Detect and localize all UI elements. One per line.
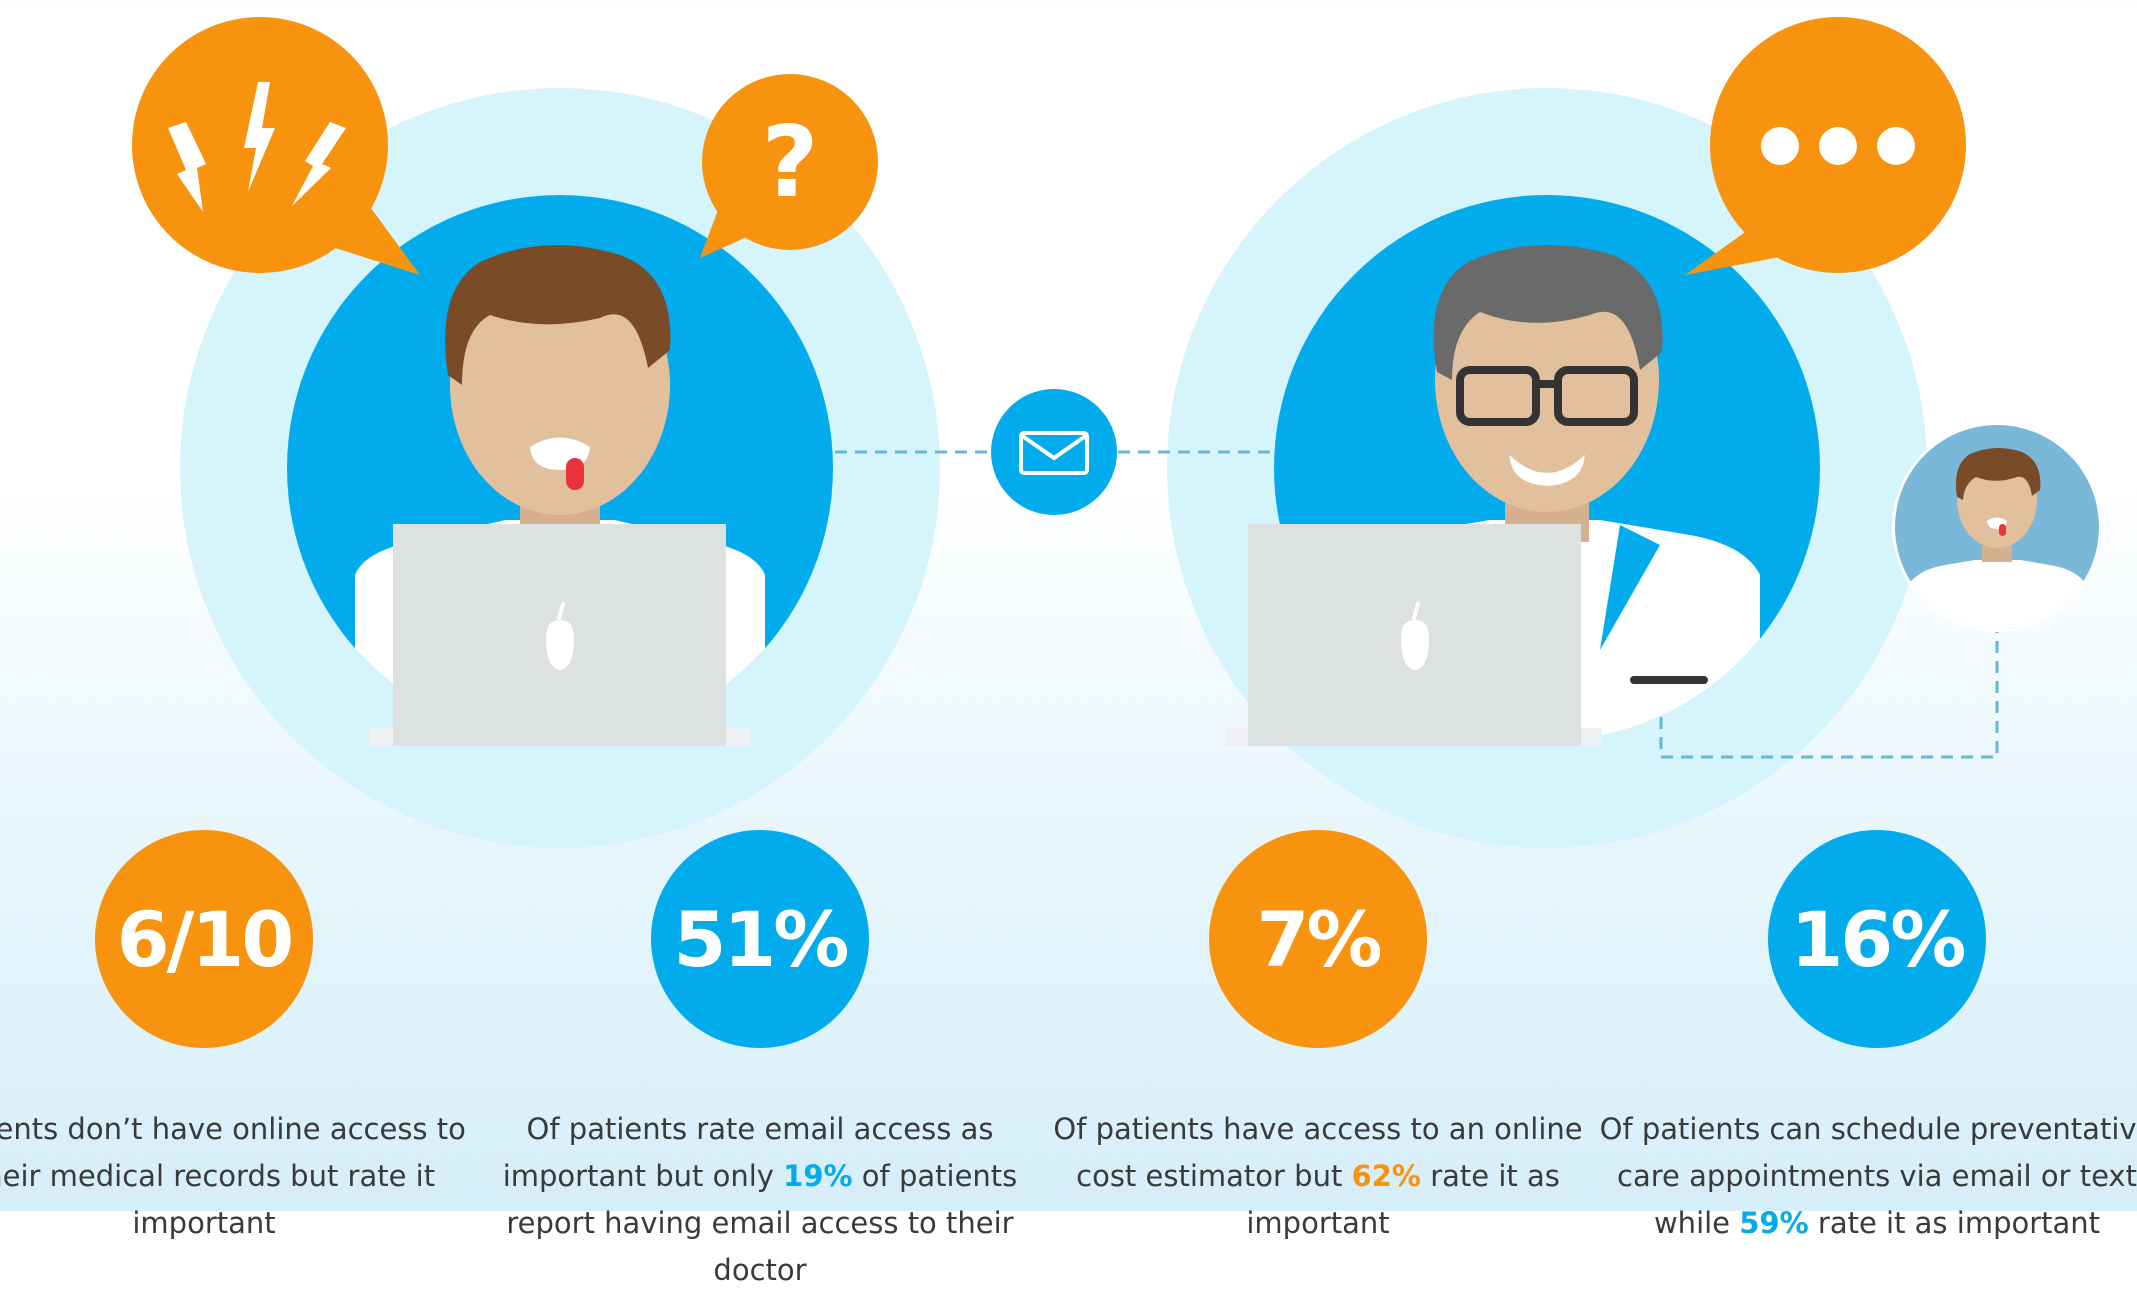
question-mark: ?: [762, 106, 819, 220]
stat-appointments: 16% Of patients can schedule preventativ…: [1597, 830, 2137, 1247]
connector-line-small: [1580, 630, 1999, 759]
stat-value-circle: 16%: [1768, 830, 1986, 1048]
stat-description: Patients don’t have online access to the…: [0, 1112, 466, 1240]
stat-cost-estimator: 7% Of patients have access to an online …: [1038, 830, 1598, 1247]
doctor-speech-bubble: [1685, 17, 1966, 275]
patient-laptop: [370, 524, 750, 746]
stat-description: Of patients can schedule preventative ca…: [1599, 1112, 2137, 1240]
patient-speech-bubble: [132, 17, 420, 275]
stat-highlight: 62%: [1351, 1159, 1421, 1193]
stat-value-circle: 51%: [651, 830, 869, 1048]
illustration: ?: [132, 17, 2102, 848]
stat-highlight: 59%: [1739, 1206, 1809, 1240]
stat-highlight: 19%: [783, 1159, 853, 1193]
ellipsis-icon: [1761, 127, 1915, 165]
doctor-laptop: [1226, 524, 1602, 746]
question-speech-bubble: ?: [700, 74, 878, 258]
stat-value-circle: 7%: [1209, 830, 1427, 1048]
stat-value-circle: 6/10: [95, 830, 313, 1048]
stat-description: Of patients rate email access as importa…: [502, 1112, 1018, 1287]
stethoscope-icon: [1635, 542, 1709, 688]
lightning-icon: [168, 82, 346, 212]
stat-email-access: 51% Of patients rate email access as imp…: [480, 830, 1040, 1294]
small-patient-avatar: [1892, 422, 2102, 632]
stat-description: Of patients have access to an online cos…: [1053, 1112, 1583, 1240]
envelope-icon: [991, 389, 1117, 515]
stat-online-records: 6/10 Patients don’t have online access t…: [0, 830, 484, 1247]
